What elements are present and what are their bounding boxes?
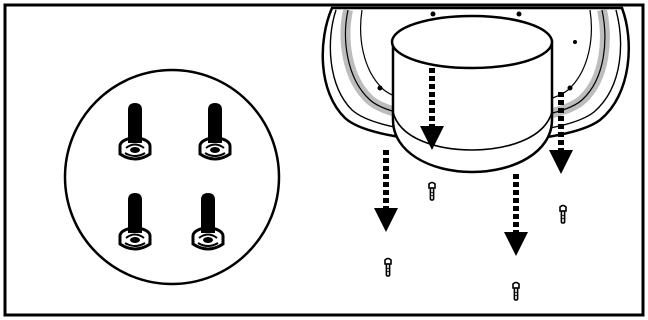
screw-icon [559, 204, 567, 224]
screw-detail-inset [63, 68, 281, 286]
screw-icon [384, 257, 392, 277]
screw-icon [428, 181, 436, 201]
screw-icon [512, 281, 520, 301]
